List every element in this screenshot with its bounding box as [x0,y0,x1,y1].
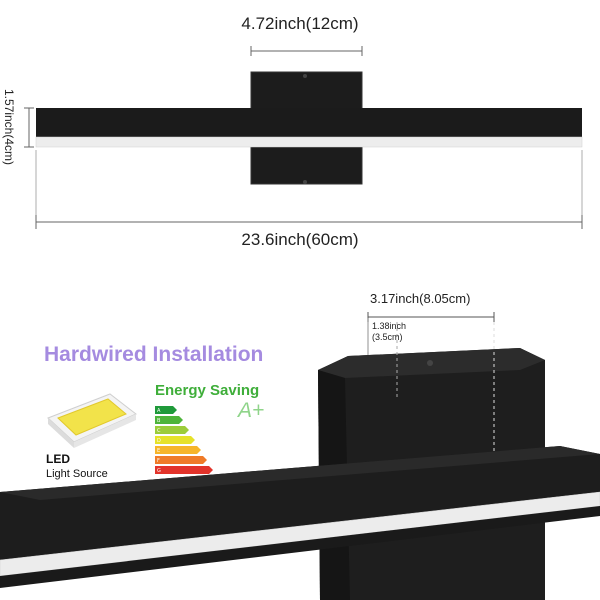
light-source-label: Light Source [46,468,108,480]
energy-saving-title: Energy Saving [155,382,260,399]
perspective-view-drawing [0,312,600,600]
svg-text:G: G [157,468,161,474]
small-depth-cm: (3.5cm) [372,332,403,342]
led-label: LED [46,452,70,466]
hardwired-installation-title: Hardwired Installation [44,343,264,366]
light-bar-diffuser-perspective [0,491,600,577]
small-depth-inch: 1.38inch [372,321,407,331]
energy-grade-badge: A+ [238,399,265,422]
light-bar-diffuser [35,136,583,148]
depth-label: 3.17inch(8.05cm) [370,291,471,306]
front-view-drawing [24,46,583,229]
svg-text:F: F [157,458,160,464]
svg-text:A: A [157,408,161,414]
energy-rating-scale: A B C D E F G [155,406,213,474]
width-label: 4.72inch(12cm) [241,14,359,33]
svg-text:C: C [157,428,161,434]
light-bar-front [36,108,582,137]
length-label: 23.6inch(60cm) [241,230,359,249]
led-chip-icon [47,393,137,448]
small-depth-label: 1.38inch (3.5cm) [372,321,406,343]
svg-text:E: E [157,448,160,454]
svg-text:B: B [157,418,161,424]
svg-text:D: D [157,438,161,444]
height-label: 1.57inch(4cm) [2,88,16,166]
light-bar-perspective [0,446,600,560]
